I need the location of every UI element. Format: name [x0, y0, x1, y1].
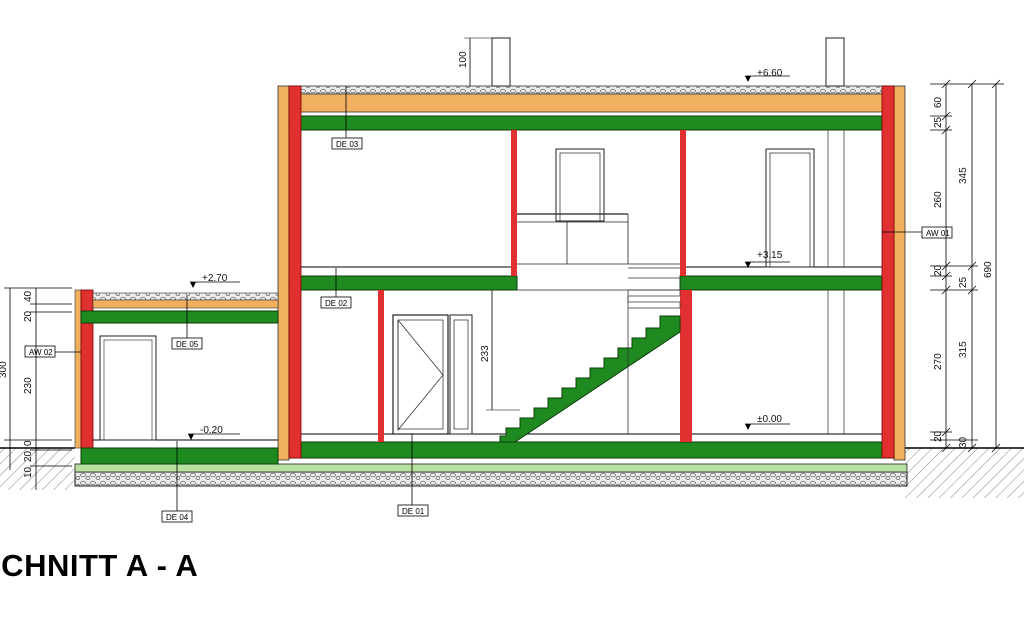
tag-de03: DE 03: [336, 140, 359, 149]
entrance-door: [392, 314, 449, 435]
level-annex-roof: +2.70: [202, 273, 228, 284]
level-upper-floor: +3.15: [757, 250, 783, 261]
tag-aw02: AW 02: [29, 348, 53, 357]
level-markers: +6.60 +3.15 ±0.00 +2.70 -0.20: [188, 68, 790, 440]
chimney-left: [491, 37, 511, 87]
side-light: [449, 314, 473, 435]
dim-annex-top-2: 40: [23, 290, 34, 302]
gravel-bed: [74, 471, 908, 487]
dim-annex-total: 300: [0, 361, 9, 378]
mid-slab-right: [679, 275, 895, 291]
dim-ground-floor-finish: 20: [933, 430, 944, 442]
left-insulation: [277, 85, 290, 461]
dim-chimney: 100: [458, 51, 469, 68]
dim-ground-height: 270: [933, 353, 944, 370]
annex-door: [99, 335, 157, 441]
dimension-labels-left: 40 20 230 300 0 20 10: [0, 290, 34, 478]
dim-annex-floor-finish: 0: [23, 440, 34, 446]
ground-slab: [288, 441, 895, 459]
roof-slab: [288, 115, 895, 131]
foundation-base: [74, 463, 908, 473]
ground: [0, 447, 1024, 498]
dim-roof-insulation: 60: [933, 96, 944, 108]
dimensions-left: [4, 287, 72, 490]
level-annex-floor: -0.20: [200, 425, 223, 436]
tag-de05: DE 05: [176, 340, 199, 349]
tag-aw01: AW 01: [926, 229, 950, 238]
interior-wall-upper-2: [680, 130, 686, 276]
level-roof-main: +6.60: [757, 68, 783, 79]
left-wall: [288, 85, 302, 459]
roof-gravel: [288, 85, 895, 95]
staircase: [499, 267, 681, 443]
dim-stair-height: 233: [480, 345, 491, 362]
main-building: [277, 37, 906, 461]
interior-wall-ground-1: [378, 290, 384, 442]
tag-de04: DE 04: [166, 513, 189, 522]
drawing-title: SCHNITT A - A: [0, 548, 199, 583]
right-insulation: [893, 85, 906, 461]
dim-annex-top-1: 20: [23, 310, 34, 322]
right-wall: [881, 85, 895, 459]
interior-wall-upper-1: [511, 130, 517, 276]
dim-annex-base-2: 10: [23, 466, 34, 478]
dim-upper-total: 345: [958, 167, 969, 184]
dim-ground-total: 315: [958, 341, 969, 358]
annex-roof-slab: [80, 310, 279, 324]
dim-roof-slab: 25: [933, 116, 944, 128]
dimension-labels-right: 60 25 260 20 25 345 270 315 20 30 690: [933, 96, 994, 448]
dim-mid-slab: 25: [958, 276, 969, 288]
dim-upper-floor-finish: 20: [933, 264, 944, 276]
gallery-railing: [517, 213, 680, 291]
tag-de02: DE 02: [325, 299, 348, 308]
annex-roof-gravel: [92, 292, 279, 301]
annex-roof-insulation: [92, 299, 279, 309]
dim-annex-height: 230: [23, 377, 34, 394]
annex-insulation: [74, 289, 82, 449]
upper-door-1: [555, 148, 605, 222]
interior-wall-ground-2: [680, 290, 692, 442]
mid-slab: [288, 275, 518, 291]
dimensions-right: [930, 79, 1004, 453]
annex-floor-slab: [80, 447, 279, 465]
tag-de01: DE 01: [402, 507, 425, 516]
roof-insulation: [288, 93, 895, 113]
dim-upper-height: 260: [933, 191, 944, 208]
dim-foundation: 30: [958, 436, 969, 448]
level-ground-floor: ±0.00: [757, 414, 782, 425]
dim-building-total: 690: [983, 261, 994, 278]
dim-annex-base-1: 20: [23, 450, 34, 462]
component-tags: DE 03 DE 02 DE 05 DE 04 DE 01 AW 01 AW 0…: [24, 86, 953, 523]
chimney-right: [825, 37, 845, 87]
annex: [74, 289, 279, 465]
dimensions-other: 100 233: [458, 37, 520, 411]
